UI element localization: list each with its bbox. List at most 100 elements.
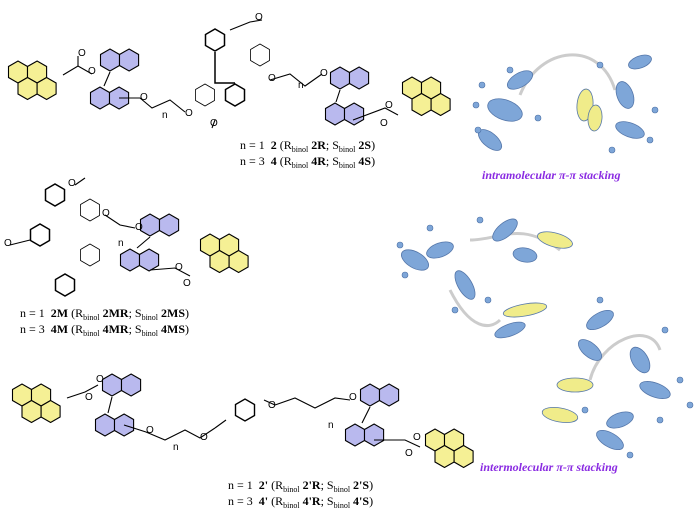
phenylene-ring <box>234 398 256 422</box>
atom-oxygen: O <box>146 425 154 436</box>
atom-oxygen: O <box>85 392 93 403</box>
binaphthyl-model <box>487 98 523 122</box>
naphthalene-ring <box>138 248 160 272</box>
pyrene-model <box>537 231 573 249</box>
calixarene-ring <box>54 273 76 297</box>
atom-oxygen: O <box>135 222 143 233</box>
pyrene-ring <box>209 249 230 274</box>
atom-sphere <box>478 81 486 89</box>
repeat-unit-n: n <box>173 442 179 453</box>
repeat-unit-n: n <box>162 110 168 121</box>
atom-sphere <box>651 106 659 114</box>
naphthalene-ring <box>118 48 140 72</box>
pyrene-ring <box>36 76 57 101</box>
alkyl-chain <box>123 424 216 441</box>
caption-line: n = 3 4M (Rbinol 4MR; Sbinol 4MS) <box>20 322 190 338</box>
atom-oxygen: O <box>268 400 276 411</box>
naphthalene-ring <box>343 102 365 126</box>
atom-sphere <box>426 224 434 232</box>
biaryl-bond <box>103 71 111 87</box>
compound-caption-middle: n = 1 2M (Rbinol 2MR; Sbinol 2MS) n = 3 … <box>20 305 190 338</box>
atom-sphere <box>596 61 604 69</box>
backbone-linker <box>518 53 617 96</box>
naphthalene-ring <box>324 102 346 126</box>
naphthalene-ring <box>344 423 366 447</box>
pyrene-ring <box>411 92 432 117</box>
biaryl-bond <box>107 396 113 414</box>
binaphthyl-model <box>586 309 614 331</box>
ester-bond <box>66 384 99 399</box>
naphthalene-ring <box>89 86 111 110</box>
naphthalene-ring <box>378 383 400 407</box>
binaphthyl-model <box>615 81 635 109</box>
compound-caption-top: n = 1 2 (Rbinol 2R; Sbinol 2S) n = 3 4 (… <box>240 137 376 170</box>
atom-sphere <box>451 306 459 314</box>
calixarene-bridge <box>214 52 235 84</box>
binaphthyl-model <box>506 70 534 90</box>
ester-bond <box>374 439 421 448</box>
pyrene-model <box>541 407 579 423</box>
ether-bond <box>214 419 227 429</box>
alkyl-chain <box>269 73 323 87</box>
binaphthyl-model <box>629 346 651 374</box>
caption-line: n = 1 2M (Rbinol 2MR; Sbinol 2MS) <box>20 306 190 322</box>
binaphthyl-model <box>596 429 624 451</box>
binaphthyl-model <box>454 270 476 300</box>
repeat-unit-n: n <box>328 420 334 431</box>
pyrene-ring <box>453 444 474 469</box>
atom-oxygen: O <box>96 374 104 385</box>
atom-sphere <box>646 136 654 144</box>
naphthalene-ring <box>158 213 180 237</box>
atom-sphere <box>608 146 616 154</box>
atom-oxygen: O <box>185 108 193 119</box>
pyrene-ring <box>228 249 249 274</box>
alkyl-chain <box>119 97 186 113</box>
backbone-linker <box>588 334 662 381</box>
pyrene-ring <box>40 399 61 424</box>
atom-oxygen: O <box>175 262 183 273</box>
biaryl-bond <box>136 236 151 249</box>
atom-oxygen: O <box>140 92 148 103</box>
atom-oxygen: O <box>255 12 263 23</box>
ester-bond <box>149 267 191 277</box>
atom-sphere <box>626 451 634 459</box>
atom-sphere <box>676 376 684 384</box>
intermolecular-stacking-label: intermolecular π-π stacking <box>480 460 618 474</box>
atom-oxygen: O <box>413 432 421 443</box>
intramolecular-stacking-label: intramolecular π-π stacking <box>482 168 621 182</box>
binaphthyl-model <box>512 247 538 263</box>
binaphthyl-model <box>639 381 671 399</box>
calixarene-ring <box>195 83 215 107</box>
naphthalene-ring <box>119 248 141 272</box>
pyrene-ring <box>434 444 455 469</box>
naphthalene-ring <box>359 383 381 407</box>
caption-line: n = 1 2 (Rbinol 2R; Sbinol 2S) <box>240 138 376 154</box>
binaphthyl-model <box>494 321 526 339</box>
atom-sphere <box>596 296 604 304</box>
atom-oxygen: O <box>88 66 96 77</box>
pyrene-model <box>556 377 594 393</box>
pyrene-model <box>502 302 548 318</box>
alkyl-chain <box>104 214 136 229</box>
calixarene-ring <box>80 198 100 222</box>
binaphthyl-model <box>401 249 429 271</box>
atom-oxygen: O <box>78 48 86 59</box>
calixarene-ring <box>80 243 100 267</box>
naphthalene-ring <box>101 373 123 397</box>
atom-oxygen: O <box>380 118 388 129</box>
naphthalene-ring <box>363 423 385 447</box>
atom-sphere <box>581 406 589 414</box>
repeat-unit-n: n <box>118 238 124 249</box>
pyrene-ring <box>430 92 451 117</box>
biaryl-bond <box>335 89 341 103</box>
caption-line: n = 1 2' (Rbinol 2'R; Sbinol 2'S) <box>228 478 374 494</box>
binaphthyl-model <box>606 411 634 429</box>
atom-oxygen: O <box>4 238 12 249</box>
pyrene-model <box>587 104 603 132</box>
naphthalene-ring <box>120 373 142 397</box>
atom-oxygen: O <box>405 448 413 459</box>
calixarene-ring <box>204 28 226 52</box>
calixarene-ring <box>44 183 66 207</box>
atom-oxygen: O <box>349 392 357 403</box>
